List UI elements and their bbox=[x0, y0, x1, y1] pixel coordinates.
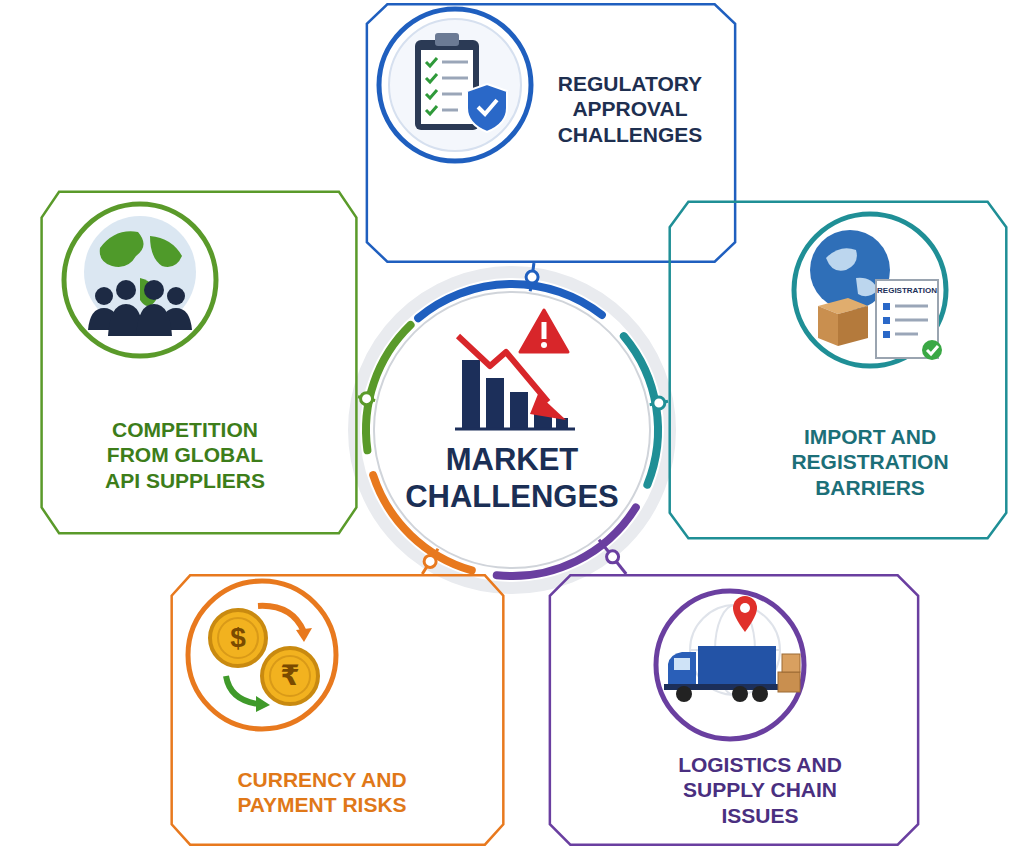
connector bbox=[526, 263, 538, 291]
registration-icon bbox=[794, 214, 946, 366]
currency-icon bbox=[188, 581, 336, 729]
challenge-box: IMPORT AND REGISTRATION BARRIERS bbox=[668, 200, 1008, 540]
clipboard-icon bbox=[379, 9, 531, 161]
challenge-box: LOGISTICS AND SUPPLY CHAIN ISSUES bbox=[548, 574, 920, 846]
chart-icon bbox=[455, 310, 575, 429]
challenge-label: LOGISTICS AND SUPPLY CHAIN ISSUES bbox=[665, 752, 855, 828]
node-outline bbox=[372, 290, 652, 570]
central-circle: MARKET CHALLENGES bbox=[372, 290, 652, 570]
connector bbox=[650, 397, 668, 409]
form-title: REGISTRATION bbox=[877, 287, 937, 295]
challenge-box: COMPETITION FROM GLOBAL API SUPPLIERS bbox=[40, 190, 358, 535]
connector bbox=[599, 540, 626, 574]
challenge-box: CURRENCY AND PAYMENT RISKS bbox=[170, 574, 505, 846]
challenge-label: COMPETITION FROM GLOBAL API SUPPLIERS bbox=[90, 417, 280, 493]
center-title: MARKET CHALLENGES bbox=[392, 441, 632, 515]
challenge-box: REGULATORY APPROVAL CHALLENGES bbox=[365, 3, 737, 263]
currency-symbol: $ bbox=[230, 624, 246, 652]
challenge-label: CURRENCY AND PAYMENT RISKS bbox=[217, 767, 427, 817]
truck-icon bbox=[656, 591, 804, 739]
challenge-label: REGULATORY APPROVAL CHALLENGES bbox=[545, 71, 715, 147]
currency-symbol: ₹ bbox=[280, 662, 299, 690]
globe-people-icon bbox=[64, 204, 216, 356]
challenge-label: IMPORT AND REGISTRATION BARRIERS bbox=[773, 424, 968, 500]
connector bbox=[358, 393, 375, 405]
connector bbox=[422, 549, 438, 574]
